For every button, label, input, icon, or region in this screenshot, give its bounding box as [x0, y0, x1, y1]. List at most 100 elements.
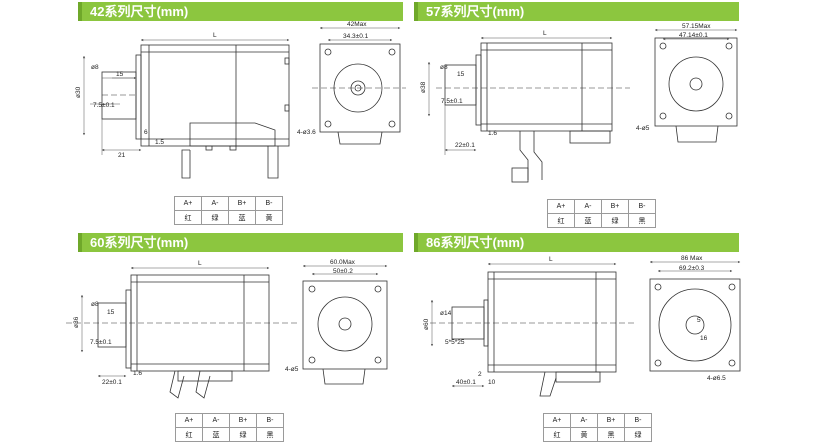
- dim-57-length: L: [543, 30, 547, 37]
- wire-table-colors: 红 蓝 绿 黑: [175, 427, 284, 442]
- pin-a-minus: A-: [201, 196, 229, 211]
- color-b-minus: 绿: [624, 427, 652, 442]
- wire-table-colors: 红 绿 蓝 黄: [174, 210, 283, 225]
- dim-42-shaft-len: 21: [118, 152, 126, 159]
- wire-table-pins: A+ A- B+ B-: [175, 413, 284, 428]
- dim-57-height: ø38: [420, 81, 427, 93]
- pin-b-minus: B-: [255, 196, 283, 211]
- wire-table-86: A+ A- B+ B- 红 黄 黑 绿: [543, 413, 652, 442]
- dim-86-mount-holes: 4-ø6.5: [707, 375, 726, 382]
- motor-86-front-view: [649, 260, 741, 372]
- color-a-minus: 黄: [570, 427, 598, 442]
- dim-57-step: 1.6: [488, 130, 497, 137]
- dim-60-face-max: 60.0Max: [330, 259, 356, 266]
- dim-42-face-max: 42Max: [347, 21, 367, 28]
- dim-86-hole-pitch: 69.2±0.3: [679, 265, 705, 272]
- dim-57-shaft-dia: ø8: [440, 64, 448, 71]
- color-b-minus: 黄: [255, 210, 283, 225]
- dim-60-shaft-dia: ø8: [91, 301, 99, 308]
- motor-42-front-view: [312, 26, 406, 145]
- pin-a-plus: A+: [174, 196, 202, 211]
- pin-b-minus: B-: [256, 413, 284, 428]
- dim-86-shaft-dia: ø14: [440, 310, 452, 317]
- dim-42-flat-depth: 7.5±0.1: [93, 102, 115, 109]
- dim-86-key-d: 16: [700, 335, 708, 342]
- pin-b-plus: B+: [229, 413, 257, 428]
- dim-42-step2: 1.5: [155, 139, 164, 146]
- dim-57-flat-len: 15: [457, 71, 465, 78]
- dim-60-step: 1.6: [133, 370, 142, 377]
- section-title-60: 60系列尺寸(mm): [78, 233, 403, 252]
- dim-60-height: ø36: [73, 316, 80, 328]
- dim-42-mount-holes: 4-ø3.6: [297, 129, 316, 136]
- color-a-plus: 红: [547, 213, 575, 228]
- section-title-57: 57系列尺寸(mm): [414, 2, 739, 21]
- dim-57-face-max: 57.15Max: [682, 23, 711, 30]
- color-b-plus: 黑: [597, 427, 625, 442]
- pin-a-plus: A+: [175, 413, 203, 428]
- wire-table-colors: 红 蓝 绿 黑: [547, 213, 656, 228]
- dim-42-shaft-dia: ø8: [91, 64, 99, 71]
- dim-86-step1: 2: [478, 371, 482, 378]
- dim-86-shaft-len: 40±0.1: [456, 379, 476, 386]
- color-b-minus: 黑: [628, 213, 656, 228]
- section-title-42: 42系列尺寸(mm): [78, 2, 403, 21]
- dim-57-flat-depth: 7.5±0.1: [441, 98, 463, 105]
- wire-table-pins: A+ A- B+ B-: [174, 196, 283, 211]
- pin-a-plus: A+: [543, 413, 571, 428]
- dim-60-flat-depth: 7.5±0.1: [90, 339, 112, 346]
- dim-86-key-h: 5: [697, 317, 701, 324]
- dim-86-key: 5*5*25: [445, 339, 465, 346]
- dim-60-length: L: [198, 260, 202, 267]
- pin-a-minus: A-: [574, 199, 602, 214]
- pin-a-minus: A-: [570, 413, 598, 428]
- dim-42-step1: 6: [144, 129, 148, 136]
- motor-60-front-view: [302, 264, 388, 385]
- color-b-plus: 绿: [601, 213, 629, 228]
- pin-b-plus: B+: [597, 413, 625, 428]
- dim-86-length: L: [549, 256, 553, 263]
- dim-42-length: L: [213, 32, 217, 39]
- color-a-plus: 红: [543, 427, 571, 442]
- dim-42-hole-pitch: 34.3±0.1: [343, 33, 369, 40]
- color-b-plus: 绿: [229, 427, 257, 442]
- pin-a-minus: A-: [202, 413, 230, 428]
- dim-86-height: ø60: [423, 318, 430, 330]
- pin-b-plus: B+: [601, 199, 629, 214]
- motor-57-side-view: [427, 36, 630, 183]
- dim-42-height: ø30: [75, 86, 82, 98]
- dim-57-shaft-len: 22±0.1: [455, 142, 475, 149]
- color-b-plus: 蓝: [228, 210, 256, 225]
- wire-table-colors: 红 黄 黑 绿: [543, 427, 652, 442]
- wire-table-42: A+ A- B+ B- 红 绿 蓝 黄: [174, 196, 283, 225]
- color-a-minus: 蓝: [574, 213, 602, 228]
- motor-86-side-view: [430, 262, 636, 397]
- color-a-plus: 红: [175, 427, 203, 442]
- dim-60-mount-holes: 4-ø5: [285, 366, 299, 373]
- pin-a-plus: A+: [547, 199, 575, 214]
- motor-57-front-view: [654, 28, 738, 143]
- wire-table-57: A+ A- B+ B- 红 蓝 绿 黑: [547, 199, 656, 228]
- pin-b-minus: B-: [628, 199, 656, 214]
- color-a-minus: 绿: [201, 210, 229, 225]
- dim-42-flat-len: 15: [116, 71, 124, 78]
- pin-b-plus: B+: [228, 196, 256, 211]
- color-b-minus: 黑: [256, 427, 284, 442]
- dim-57-hole-pitch: 47.14±0.1: [679, 32, 708, 39]
- dim-60-shaft-len: 22±0.1: [102, 379, 122, 386]
- section-title-86: 86系列尺寸(mm): [414, 233, 739, 252]
- dim-57-mount-holes: 4-ø5: [636, 125, 650, 132]
- dim-86-step2: 10: [488, 379, 496, 386]
- dim-60-flat-len: 15: [107, 309, 115, 316]
- color-a-plus: 红: [174, 210, 202, 225]
- dim-86-face-max: 86 Max: [681, 255, 703, 262]
- dim-60-hole-pitch: 50±0.2: [333, 268, 353, 275]
- color-a-minus: 蓝: [202, 427, 230, 442]
- pin-b-minus: B-: [624, 413, 652, 428]
- motor-42-side-view: [82, 38, 290, 179]
- wire-table-pins: A+ A- B+ B-: [543, 413, 652, 428]
- wire-table-60: A+ A- B+ B- 红 蓝 绿 黑: [175, 413, 284, 442]
- wire-table-pins: A+ A- B+ B-: [547, 199, 656, 214]
- motor-60-side-view: [66, 266, 300, 399]
